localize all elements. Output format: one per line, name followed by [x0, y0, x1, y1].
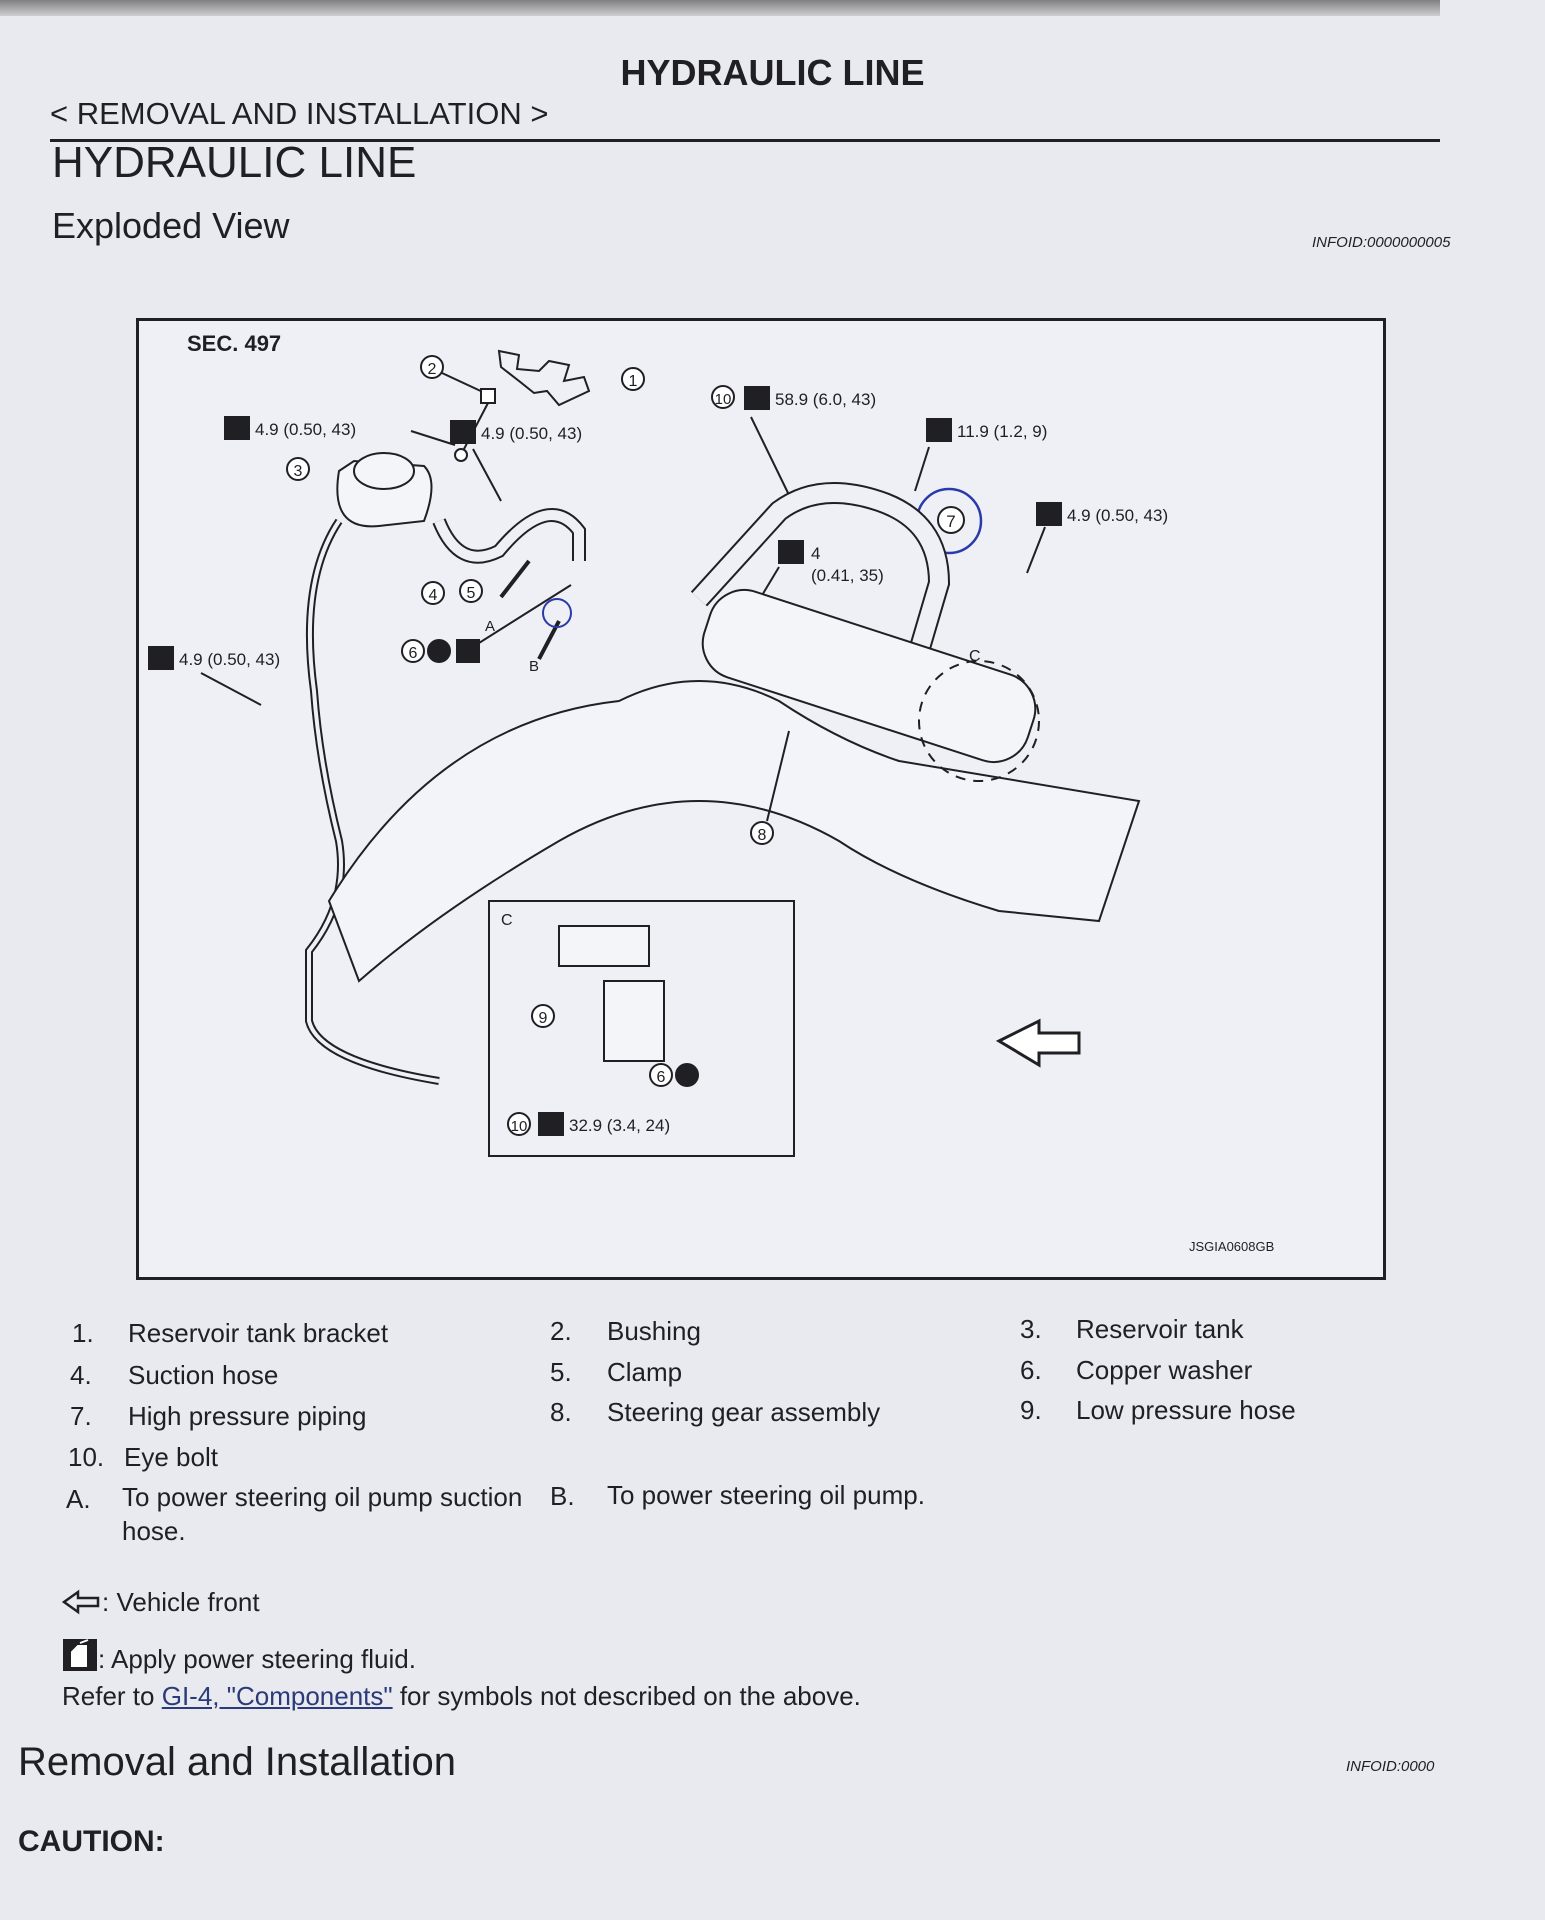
torque-label-2: 4.9 (0.50, 43): [481, 424, 582, 443]
torque-label-6a: 4: [811, 544, 820, 563]
torque-label-8: 32.9 (3.4, 24): [569, 1116, 670, 1135]
vehicle-front-text: : Vehicle front: [102, 1587, 260, 1617]
legend-item-continued: hose.: [122, 1516, 186, 1546]
header-divider: [50, 139, 1440, 142]
legend-item: Eye bolt: [124, 1442, 218, 1472]
legend-num: 5.: [550, 1357, 572, 1387]
vehicle-front-symbol-row: : Vehicle front: [61, 1587, 260, 1618]
callout-8: 8: [758, 827, 767, 844]
apply-fluid-icon: [456, 639, 480, 663]
torque-wrench-icon: [224, 416, 250, 440]
exploded-view-figure: SEC. 497 1 2 4.9 (0.50, 43) 3 4.9 (0.50,…: [136, 318, 1386, 1280]
legend-item: High pressure piping: [128, 1401, 367, 1431]
torque-wrench-icon: [450, 420, 476, 444]
vehicle-front-arrow-icon: [61, 1589, 100, 1615]
legend-num: A.: [66, 1484, 91, 1514]
legend-num: B.: [550, 1481, 575, 1511]
callout-2-circle: [420, 355, 444, 379]
inset-c-label: C: [501, 912, 513, 929]
torque-wrench-icon: [148, 646, 174, 670]
refer-prefix: Refer to: [62, 1681, 162, 1711]
legend-item: To power steering oil pump suction: [122, 1482, 523, 1512]
callout-3-circle: [286, 457, 310, 481]
callout-3: 3: [294, 463, 303, 480]
torque-wrench-icon: [778, 540, 804, 564]
torque-label-3: 58.9 (6.0, 43): [775, 390, 876, 409]
legend-item: Reservoir tank bracket: [128, 1318, 389, 1348]
legend-item: Suction hose: [128, 1360, 279, 1390]
legend-num: 2.: [550, 1316, 572, 1346]
callout-1: 1: [629, 373, 638, 390]
torque-label-1: 4.9 (0.50, 43): [255, 420, 356, 439]
apply-fluid-icon: [63, 1639, 97, 1671]
breadcrumb: < REMOVAL AND INSTALLATION >: [50, 96, 549, 131]
torque-wrench-icon: [538, 1112, 564, 1136]
handwritten-circle-washer: [542, 598, 572, 628]
legend-item: To power steering oil pump.: [607, 1480, 925, 1510]
apply-fluid-text: : Apply power steering fluid.: [98, 1644, 416, 1674]
inset-callout-6: 6: [657, 1069, 666, 1086]
legend-num: 10.: [68, 1442, 105, 1472]
caution-heading: CAUTION:: [18, 1825, 165, 1858]
legend-item: Reservoir tank: [1076, 1314, 1244, 1344]
legend-num: 7.: [70, 1401, 92, 1431]
legend-item: Clamp: [607, 1357, 683, 1387]
legend-num: 9.: [1020, 1395, 1042, 1425]
removal-installation-title: Removal and Installation: [18, 1740, 457, 1784]
apply-fluid-symbol-row: : Apply power steering fluid.: [62, 1638, 416, 1675]
detail-c-label: C: [969, 648, 981, 665]
exploded-view-infoid: INFOID:0000000005: [1312, 234, 1451, 251]
legend-item: Bushing: [607, 1316, 701, 1346]
do-not-reuse-icon: [427, 639, 451, 663]
callout-2: 2: [428, 361, 437, 378]
inset-callout-10: 10: [511, 1118, 528, 1135]
callout-6: 6: [409, 645, 418, 662]
legend-num: 4.: [70, 1360, 92, 1390]
callout-4: 4: [429, 587, 438, 604]
section-title: HYDRAULIC LINE: [52, 138, 417, 187]
exploded-view-drawing: SEC. 497 1 2 4.9 (0.50, 43) 3 4.9 (0.50,…: [148, 331, 1274, 1254]
torque-wrench-icon: [926, 418, 952, 442]
torque-label-5: 4.9 (0.50, 43): [179, 650, 280, 669]
legend-item: Steering gear assembly: [607, 1397, 881, 1427]
torque-wrench-icon: [744, 386, 770, 410]
figure-id: JSGIA0608GB: [1189, 1239, 1274, 1254]
legend-num: 1.: [72, 1318, 94, 1348]
detail-c-circle: [918, 660, 1040, 782]
callout-7: 7: [946, 512, 955, 531]
arrow-label-b: B: [529, 658, 539, 675]
torque-wrench-icon: [1036, 502, 1062, 526]
steering-gear-shape: [701, 589, 1037, 763]
bolt-head: [454, 448, 468, 462]
legend-item: Copper washer: [1076, 1355, 1253, 1385]
page-edge-background: [0, 0, 1440, 16]
legend-item: Low pressure hose: [1076, 1395, 1296, 1425]
do-not-reuse-icon: [675, 1063, 699, 1087]
arrow-label-a: A: [485, 618, 495, 635]
components-link[interactable]: GI-4, "Components": [161, 1681, 393, 1711]
torque-label-6b: (0.41, 35): [811, 566, 884, 585]
page-header-title: HYDRAULIC LINE: [620, 52, 925, 93]
subsection-title: Exploded View: [52, 205, 290, 246]
torque-label-7: 4.9 (0.50, 43): [1067, 506, 1168, 525]
refer-suffix: for symbols not described on the above.: [392, 1681, 861, 1711]
callout-1-circle: [621, 367, 645, 391]
legend-num: 8.: [550, 1397, 572, 1427]
reservoir-bracket-shape: [497, 349, 591, 407]
bushing-shape: [480, 388, 496, 404]
legend-num: 6.: [1020, 1355, 1042, 1385]
section-label: SEC. 497: [187, 331, 281, 356]
torque-label-4: 11.9 (1.2, 9): [957, 422, 1047, 441]
cross-member-shape: [327, 680, 1141, 983]
removal-infoid: INFOID:0000: [1346, 1758, 1435, 1775]
callout-10: 10: [715, 391, 732, 408]
vehicle-front-arrow-icon: [995, 1018, 1081, 1068]
callout-5: 5: [467, 585, 476, 602]
refer-row: Refer to GI-4, "Components" for symbols …: [62, 1681, 861, 1712]
callout-9: 9: [539, 1010, 548, 1027]
legend-num: 3.: [1020, 1314, 1042, 1344]
